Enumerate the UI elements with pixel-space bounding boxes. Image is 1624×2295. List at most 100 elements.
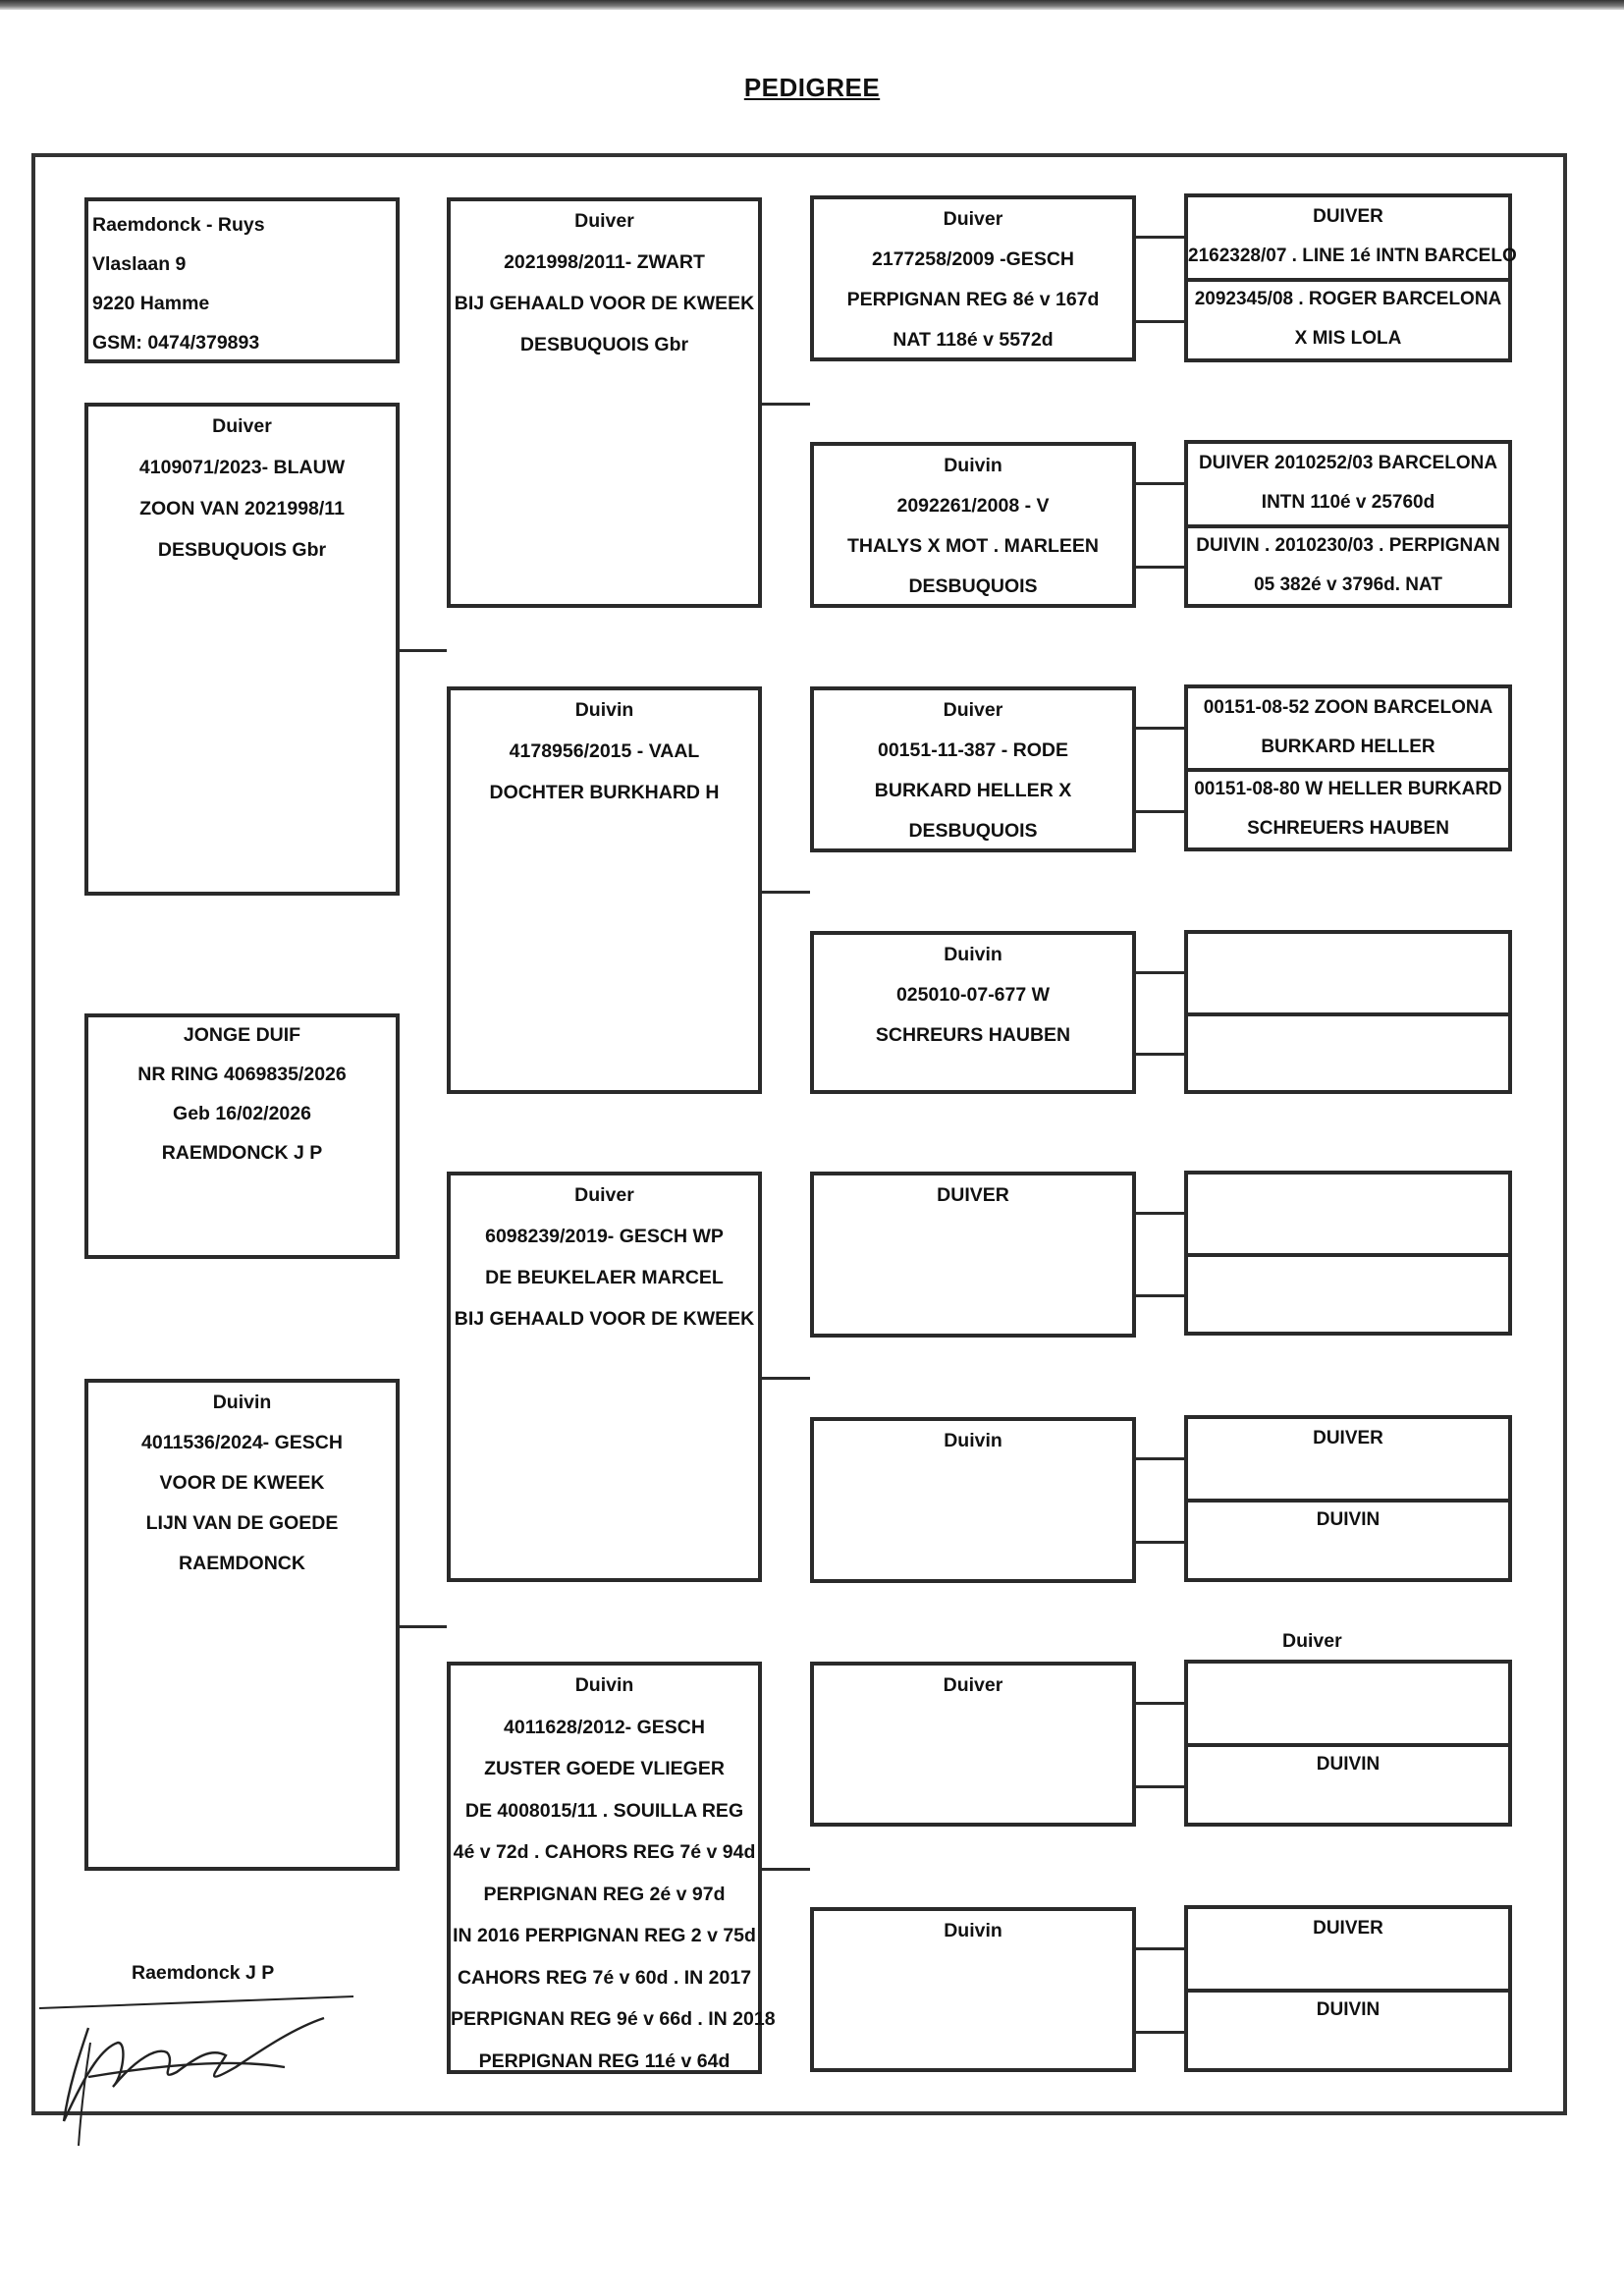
grandparent-box-line: BIJ GEHAALD VOOR DE KWEEK — [454, 293, 755, 314]
sire-box-line: Duiver — [212, 415, 272, 437]
signature-name: Raemdonck J P — [132, 1962, 275, 1984]
grandparent-box-line: Duivin — [574, 699, 634, 721]
ggg-dam-line: DUIVIN — [1316, 1999, 1380, 2020]
ggg-split — [1188, 524, 1508, 528]
great-grandparent-box-line: 00151-11-387 - RODE — [877, 739, 1069, 761]
ggg-parent-box — [1184, 930, 1512, 1094]
great-grandparent-box: Duivin — [810, 1417, 1136, 1583]
great-grandparent-box-line: 2092261/2008 - V — [896, 495, 1050, 517]
connector-line — [1132, 809, 1184, 813]
connector-line — [758, 890, 810, 894]
great-grandparent-box-line: Duivin — [944, 455, 1002, 476]
great-grandparent-box-line: DESBUQUOIS — [908, 575, 1038, 597]
connector-line — [1132, 1540, 1184, 1544]
breeder-box-line: Vlaslaan 9 — [92, 253, 187, 275]
connector-line — [1132, 1294, 1184, 1297]
grandparent-box-line: 4178956/2015 - VAAL — [509, 740, 700, 762]
ggg-dam-line: DUIVIN . 2010230/03 . PERPIGNAN — [1196, 535, 1500, 556]
connector-line — [1132, 1784, 1184, 1788]
connector-line — [1132, 1053, 1184, 1057]
ggg-sire-line: DUIVER 2010252/03 BARCELONA — [1198, 453, 1498, 473]
connector-line — [1132, 726, 1184, 730]
ggg-dam-line: X MIS LOLA — [1294, 328, 1402, 349]
floating-label: Duiver — [1282, 1630, 1342, 1652]
ggg-sire-line: DUIVER — [1313, 1428, 1383, 1448]
grandparent-box-line: CAHORS REG 7é v 60d . IN 2017 — [457, 1966, 752, 1989]
ggg-split — [1188, 1499, 1508, 1503]
grandparent-box-line: Duiver — [574, 1184, 634, 1206]
connector-line — [1132, 1701, 1184, 1705]
great-grandparent-box-line: BURKARD HELLER X — [874, 780, 1072, 801]
grandparent-box-line: Duiver — [574, 210, 634, 232]
grandparent-box-line: ZUSTER GOEDE VLIEGER — [484, 1758, 725, 1779]
grandparent-box-line: DESBUQUOIS Gbr — [519, 334, 689, 355]
grandparent-box-line: PERPIGNAN REG 2é v 97d — [483, 1883, 726, 1905]
grandparent-box-line: 4é v 72d . CAHORS REG 7é v 94d — [453, 1841, 756, 1863]
ggg-dam-line: 00151-08-80 W HELLER BURKARD — [1194, 779, 1502, 799]
ggg-parent-box: DUIVIN — [1184, 1660, 1512, 1827]
great-grandparent-box-line: Duiver — [943, 1674, 1003, 1696]
dam-box-line: VOOR DE KWEEK — [159, 1472, 325, 1494]
breeder-box-line: Raemdonck - Ruys — [92, 214, 265, 236]
great-grandparent-box: Duiver 00151-11-387 - RODE BURKARD HELLER … — [810, 686, 1136, 852]
great-grandparent-box-line: NAT 118é v 5572d — [893, 329, 1054, 351]
great-grandparent-box-line: THALYS X MOT . MARLEEN — [846, 535, 1100, 557]
connector-line — [1132, 1456, 1184, 1460]
dam-box-line: RAEMDONCK — [179, 1553, 305, 1574]
grandparent-box-line: IN 2016 PERPIGNAN REG 2 v 75d — [453, 1925, 756, 1946]
great-grandparent-box-line: SCHREURS HAUBEN — [875, 1024, 1071, 1046]
ggg-parent-box: DUIVER 2010252/03 BARCELONA INTN 110é v 2… — [1184, 440, 1512, 608]
connector-line — [1132, 1212, 1184, 1215]
connector-line — [1132, 970, 1184, 974]
great-grandparent-box-line: Duiver — [943, 699, 1003, 721]
ggg-sire-line: 2162328/07 . LINE 1é INTN BARCELO — [1188, 246, 1517, 266]
grandparent-box-line: Duivin — [574, 1674, 634, 1696]
grandparent-box-line: 6098239/2019- GESCH WP — [485, 1226, 724, 1247]
ggg-sire-line: DUIVER — [1313, 206, 1383, 227]
ggg-sire-line: BURKARD HELLER — [1261, 737, 1435, 757]
breeder-box-line: GSM: 0474/379893 — [92, 332, 260, 354]
great-grandparent-box-line: DESBUQUOIS — [908, 820, 1038, 842]
grandparent-box-line: DOCHTER BURKHARD H — [489, 782, 720, 803]
great-grandparent-box-line: Duivin — [944, 944, 1002, 965]
dam-box-line: Duivin — [212, 1392, 272, 1413]
grandparent-box-line: DE 4008015/11 . SOUILLA REG — [464, 1799, 744, 1822]
great-grandparent-box-line: DUIVER — [937, 1184, 1009, 1206]
ggg-split — [1188, 1012, 1508, 1016]
ggg-sire-line: INTN 110é v 25760d — [1261, 492, 1435, 513]
ggg-split — [1188, 1743, 1508, 1747]
ggg-dam-line: 2092345/08 . ROGER BARCELONA — [1194, 289, 1502, 309]
grandparent-box-line: PERPIGNAN REG 11é v 64d — [478, 2049, 731, 2072]
connector-line — [758, 403, 810, 406]
sire-box-line: 4109071/2023- BLAUW — [138, 457, 346, 478]
great-grandparent-box-line: Duivin — [944, 1920, 1002, 1941]
connector-line — [1132, 2030, 1184, 2034]
ggg-dam-line: 05 382é v 3796d. NAT — [1254, 574, 1442, 595]
great-grandparent-box-line: 025010-07-677 W — [895, 984, 1051, 1006]
grandparent-box: Duivin 4178956/2015 - VAAL DOCHTER BURKHAR… — [447, 686, 762, 1094]
ggg-split — [1188, 1989, 1508, 1993]
ggg-dam-line: SCHREUERS HAUBEN — [1247, 818, 1449, 839]
connector-line — [396, 1624, 447, 1628]
connector-line — [758, 1377, 810, 1380]
young-bird-box-line: Geb 16/02/2026 — [173, 1103, 311, 1124]
great-grandparent-box: Duivin 025010-07-677 W SCHREURS HAUBEN — [810, 931, 1136, 1094]
signature-scribble — [38, 1995, 354, 2146]
connector-line — [396, 649, 447, 652]
connector-line — [1132, 1946, 1184, 1950]
pedigree-frame — [31, 153, 1567, 2115]
dam-box-line: 4011536/2024- GESCH — [141, 1432, 343, 1453]
grandparent-box-line: PERPIGNAN REG 9é v 66d . IN 2018 — [451, 2008, 776, 2030]
young-bird-box-line: JONGE DUIF — [183, 1024, 301, 1046]
great-grandparent-box-line: 2177258/2009 -GESCH — [872, 248, 1074, 270]
ggg-parent-box — [1184, 1171, 1512, 1336]
